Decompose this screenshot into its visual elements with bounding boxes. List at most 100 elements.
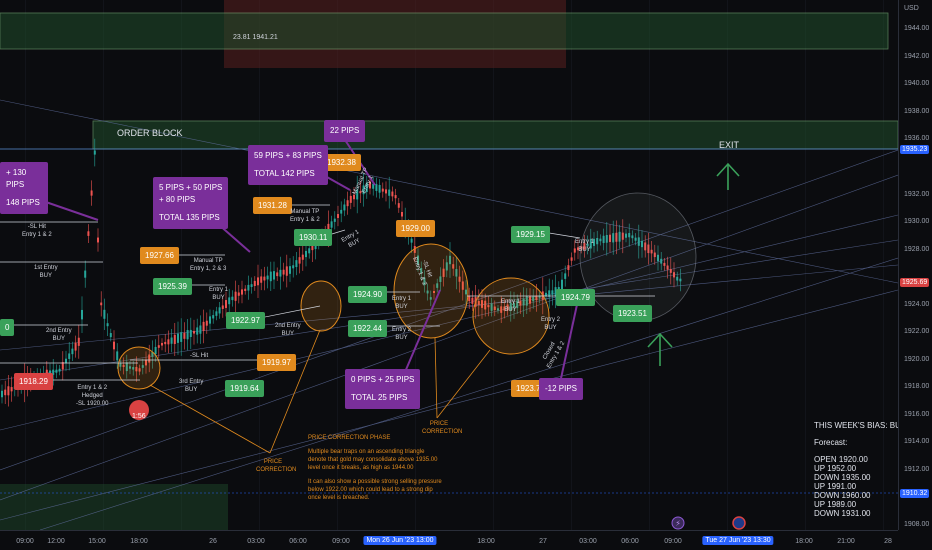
- orange-correction-lines: [149, 329, 491, 454]
- value-tag[interactable]: 1922.97: [226, 312, 265, 329]
- candle-body: [449, 255, 451, 265]
- candle-body: [87, 231, 90, 236]
- price-axis[interactable]: USD 1944.00 1942.00 1940.00 1938.00 1936…: [898, 0, 932, 530]
- candle-body: [365, 182, 368, 193]
- x-tick: 09:00: [332, 538, 350, 545]
- value-tag[interactable]: 1929.00: [396, 220, 435, 237]
- lightning-event-icon[interactable]: [671, 516, 685, 530]
- candle-body: [167, 339, 170, 345]
- candle-body: [481, 300, 483, 308]
- value-tag[interactable]: 1918.29: [14, 373, 53, 390]
- candle-body: [55, 369, 58, 373]
- candle-body: [359, 191, 362, 194]
- top-zone-label: 23.81 1941.21: [233, 34, 278, 41]
- pips-tag[interactable]: + 130 PIPS 148 PIPS: [0, 162, 48, 214]
- value-tag[interactable]: 1929.15: [511, 226, 550, 243]
- x-tick: 06:00: [289, 538, 307, 545]
- x-tick: 26: [209, 538, 217, 545]
- time-axis[interactable]: 09:00 12:00 15:00 18:00 26 03:00 06:00 0…: [0, 530, 898, 550]
- value-tag[interactable]: 1924.79: [556, 289, 595, 306]
- candle-body: [548, 290, 551, 297]
- candle-body: [596, 237, 599, 245]
- candle-body: [228, 297, 231, 305]
- candle-body: [186, 329, 189, 340]
- value-tag[interactable]: 1932.38: [322, 154, 361, 171]
- pips-tag[interactable]: 5 PIPS + 50 PIPS + 80 PIPS TOTAL 135 PIP…: [153, 177, 229, 229]
- candle-body: [77, 337, 80, 346]
- trend-fan-lines[interactable]: [0, 99, 898, 530]
- candle-body: [116, 351, 119, 361]
- candle-body: [388, 189, 391, 196]
- candle-body: [356, 189, 359, 200]
- candle-body: [673, 272, 675, 278]
- candle-body: [628, 233, 631, 238]
- x-tick: 15:00: [88, 538, 106, 545]
- candle-body: [442, 268, 445, 277]
- candle-body: [621, 232, 624, 240]
- skull-badge-icon: [129, 400, 149, 420]
- candle-body: [573, 248, 576, 253]
- candle-body: [522, 298, 525, 306]
- y-tick: 1914.00: [904, 438, 930, 445]
- candle-body: [490, 303, 493, 311]
- candle-body: [676, 276, 679, 281]
- candle-body: [257, 277, 259, 286]
- y-tick: 1912.00: [904, 466, 930, 473]
- candle-body: [660, 258, 663, 264]
- pips-tag[interactable]: -12 PIPS: [539, 378, 584, 400]
- y-tick: 1928.00: [904, 246, 930, 253]
- value-tag[interactable]: 0: [0, 319, 15, 336]
- value-tag[interactable]: 1924.90: [348, 286, 387, 303]
- candle-body: [125, 362, 128, 372]
- candle-body: [250, 284, 253, 288]
- lightning-glyph: ⚡: [675, 519, 681, 528]
- grid: [0, 0, 898, 530]
- candle-body: [535, 295, 538, 301]
- value-tag[interactable]: 1919.97: [257, 354, 296, 371]
- candle-body: [439, 276, 442, 282]
- candle-body: [385, 189, 387, 194]
- candle-body: [353, 194, 355, 200]
- x-tick: 09:00: [664, 538, 682, 545]
- value-tag[interactable]: 1925.39: [153, 278, 192, 295]
- y-tick: 1932.00: [904, 191, 930, 198]
- price-chart-canvas[interactable]: ⚡: [0, 0, 898, 530]
- candle-body: [157, 345, 160, 348]
- value-tag[interactable]: 1922.44: [348, 320, 387, 337]
- y-tick: 1942.00: [904, 53, 930, 60]
- y-tick: 1908.00: [904, 521, 930, 528]
- candle-body: [657, 254, 659, 262]
- value-tag[interactable]: 1931.28: [253, 197, 292, 214]
- value-tag[interactable]: 1927.66: [140, 247, 179, 264]
- candle-body: [330, 221, 333, 228]
- candle-body: [81, 309, 83, 320]
- candle-body: [10, 387, 13, 392]
- pips-tag[interactable]: 59 PIPS + 83 PIPS TOTAL 142 PIPS: [248, 145, 328, 185]
- candle-body: [103, 309, 106, 319]
- pips-tag[interactable]: 22 PIPS: [324, 120, 366, 142]
- value-tag[interactable]: 1930.11: [294, 229, 333, 246]
- pips-line: 59 PIPS + 83 PIPS: [254, 151, 322, 160]
- candle-body: [666, 265, 669, 270]
- candle-body: [612, 233, 615, 243]
- candle-body: [52, 369, 55, 375]
- x-tick: 12:00: [47, 538, 65, 545]
- candle-body: [135, 366, 138, 372]
- candle-body: [561, 279, 563, 290]
- value-tag[interactable]: 1919.64: [225, 380, 264, 397]
- candle-body: [74, 342, 77, 351]
- value-tag[interactable]: 1923.51: [613, 305, 652, 322]
- candle-body: [298, 257, 301, 264]
- candle-body: [506, 304, 509, 311]
- up-arrow-exit: [716, 162, 740, 190]
- candle-body: [343, 204, 346, 211]
- pips-line: + 130 PIPS: [6, 168, 27, 189]
- pips-tag[interactable]: 0 PIPS + 25 PIPS TOTAL 25 PIPS: [345, 369, 421, 409]
- us-flag-event-icon[interactable]: [732, 516, 746, 530]
- candle-body: [148, 354, 151, 363]
- candle-body: [333, 218, 336, 222]
